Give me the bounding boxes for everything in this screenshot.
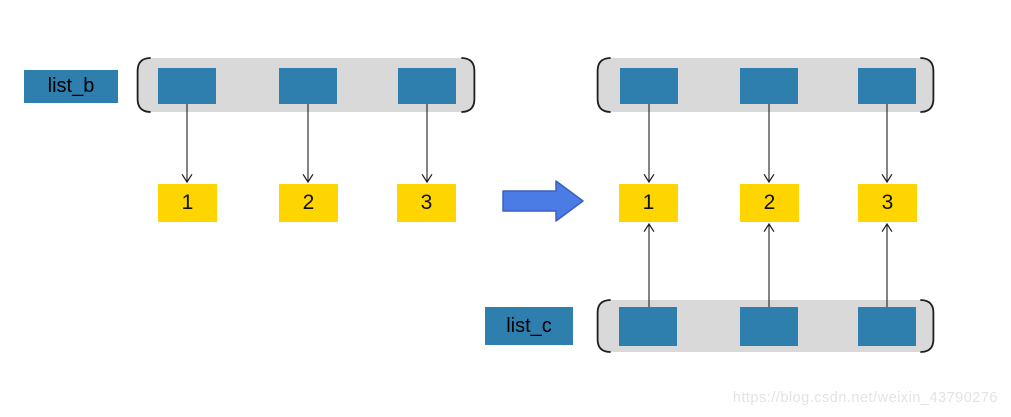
list-b-after-bracket-right-icon <box>920 57 935 113</box>
item-box: 3 <box>858 184 917 222</box>
pointer-slot <box>740 68 798 104</box>
list-b-after-pointer-arrows <box>643 104 893 184</box>
list-c-bracket-left-icon <box>596 299 611 353</box>
list-b-after-bracket-left-icon <box>596 57 611 113</box>
container-bracket-icons <box>136 57 935 353</box>
pointer-slot <box>858 307 916 346</box>
item-box: 1 <box>619 184 678 222</box>
pointer-slot <box>620 68 678 104</box>
list-c-label: list_c <box>485 307 573 345</box>
transform-arrow-icon <box>502 180 584 222</box>
list-b-bracket-left-icon <box>136 57 151 113</box>
item-box: 3 <box>397 184 456 222</box>
list-b-label: list_b <box>24 70 118 103</box>
item-box: 2 <box>740 184 799 222</box>
pointer-slot <box>279 68 337 104</box>
watermark: https://blog.csdn.net/weixin_43790276 <box>732 390 998 406</box>
item-box: 1 <box>158 184 217 222</box>
pointer-slot <box>619 307 677 346</box>
pointer-slot <box>398 68 456 104</box>
list-c-bracket-right-icon <box>920 299 935 353</box>
pointer-slot <box>858 68 916 104</box>
list-c-pointer-arrows <box>643 222 893 307</box>
list-b-bracket-right-icon <box>461 57 476 113</box>
list-b-pointer-arrows <box>181 104 433 184</box>
pointer-slot <box>158 68 216 104</box>
item-box: 2 <box>279 184 338 222</box>
pointer-slot <box>740 307 798 346</box>
